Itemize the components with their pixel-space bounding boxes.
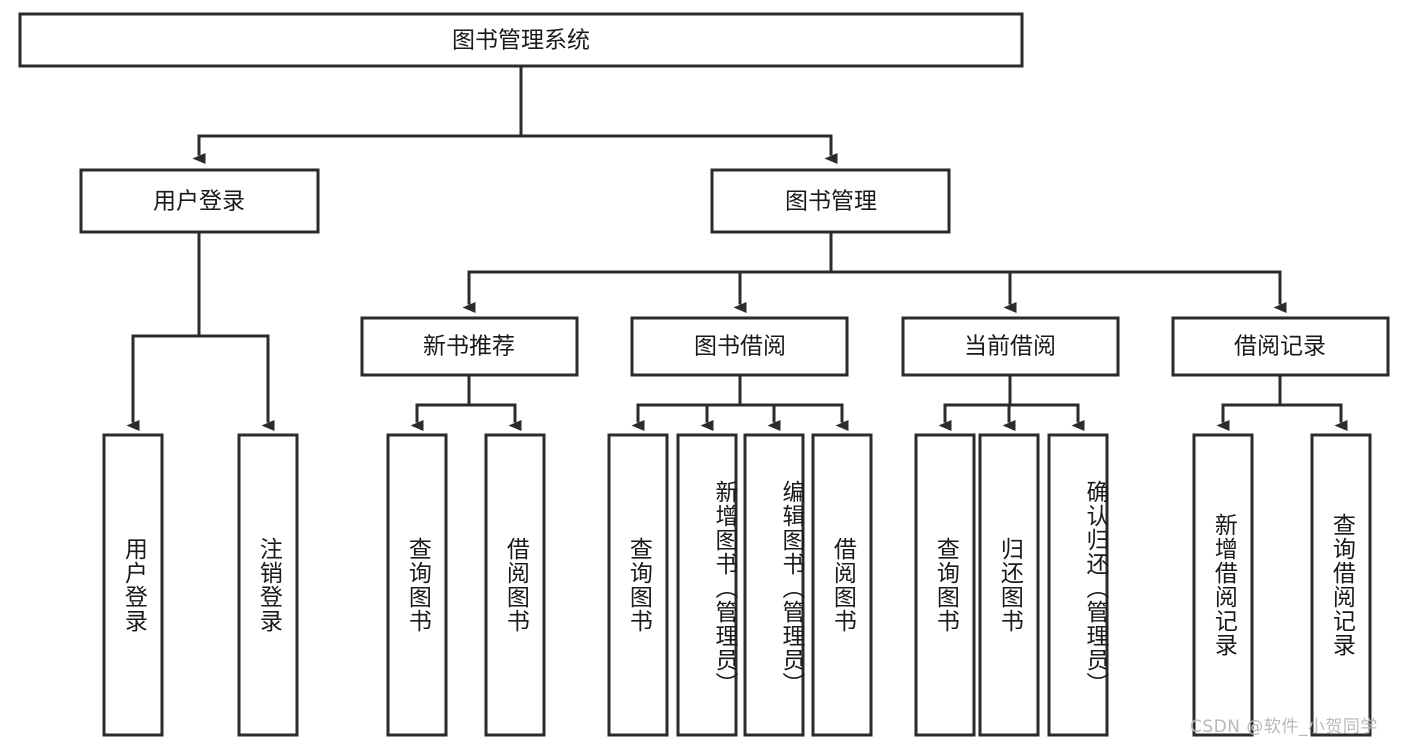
- leaf-box-borrow-1[interactable]: [607, 433, 669, 737]
- node-borrow-record-box[interactable]: [1171, 316, 1390, 377]
- leaf-box-record-1[interactable]: [1192, 433, 1254, 737]
- node-user-login[interactable]: 用户登录: [79, 168, 320, 234]
- leaf-box-current-3[interactable]: [1047, 433, 1109, 737]
- node-current-borrow-label: 当前借阅: [964, 334, 1056, 360]
- node-book-management-box[interactable]: [710, 168, 951, 234]
- node-new-book-recommend-box[interactable]: [360, 316, 579, 377]
- node-user-login-box[interactable]: [79, 168, 320, 234]
- leaf-box-record-2[interactable]: [1310, 433, 1372, 737]
- leaf-box-user-login-1[interactable]: [102, 433, 164, 737]
- leaf-box-recommend-1[interactable]: [386, 433, 448, 737]
- node-new-book-recommend-label: 新书推荐: [423, 334, 515, 360]
- node-book-management[interactable]: 图书管理: [710, 168, 951, 234]
- leaf-box-borrow-3[interactable]: [743, 433, 805, 737]
- node-user-login-label: 用户登录: [153, 189, 245, 215]
- leaf-box-borrow-2[interactable]: [676, 433, 738, 737]
- node-current-borrow[interactable]: 当前借阅: [901, 316, 1120, 377]
- node-book-management-label: 图书管理: [785, 189, 877, 215]
- csdn-watermark: CSDN @软件_小贺同学: [1190, 717, 1378, 737]
- node-current-borrow-box[interactable]: [901, 316, 1120, 377]
- leaf-box-current-1[interactable]: [914, 433, 976, 737]
- node-borrow-record-label: 借阅记录: [1234, 334, 1326, 360]
- leaf-box-current-2[interactable]: [978, 433, 1040, 737]
- node-root-box[interactable]: [18, 12, 1024, 68]
- leaf-box-group: [102, 433, 1372, 737]
- node-root[interactable]: 图书管理系统: [18, 12, 1024, 68]
- leaf-box-recommend-2[interactable]: [484, 433, 546, 737]
- node-book-borrow[interactable]: 图书借阅: [630, 316, 849, 377]
- node-book-borrow-box[interactable]: [630, 316, 849, 377]
- connector-group: [126, 64, 1348, 431]
- leaf-box-borrow-4[interactable]: [811, 433, 873, 737]
- node-borrow-record[interactable]: 借阅记录: [1171, 316, 1390, 377]
- node-book-borrow-label: 图书借阅: [694, 334, 786, 360]
- node-root-label: 图书管理系统: [452, 28, 590, 54]
- node-new-book-recommend[interactable]: 新书推荐: [360, 316, 579, 377]
- leaf-box-user-login-2[interactable]: [237, 433, 299, 737]
